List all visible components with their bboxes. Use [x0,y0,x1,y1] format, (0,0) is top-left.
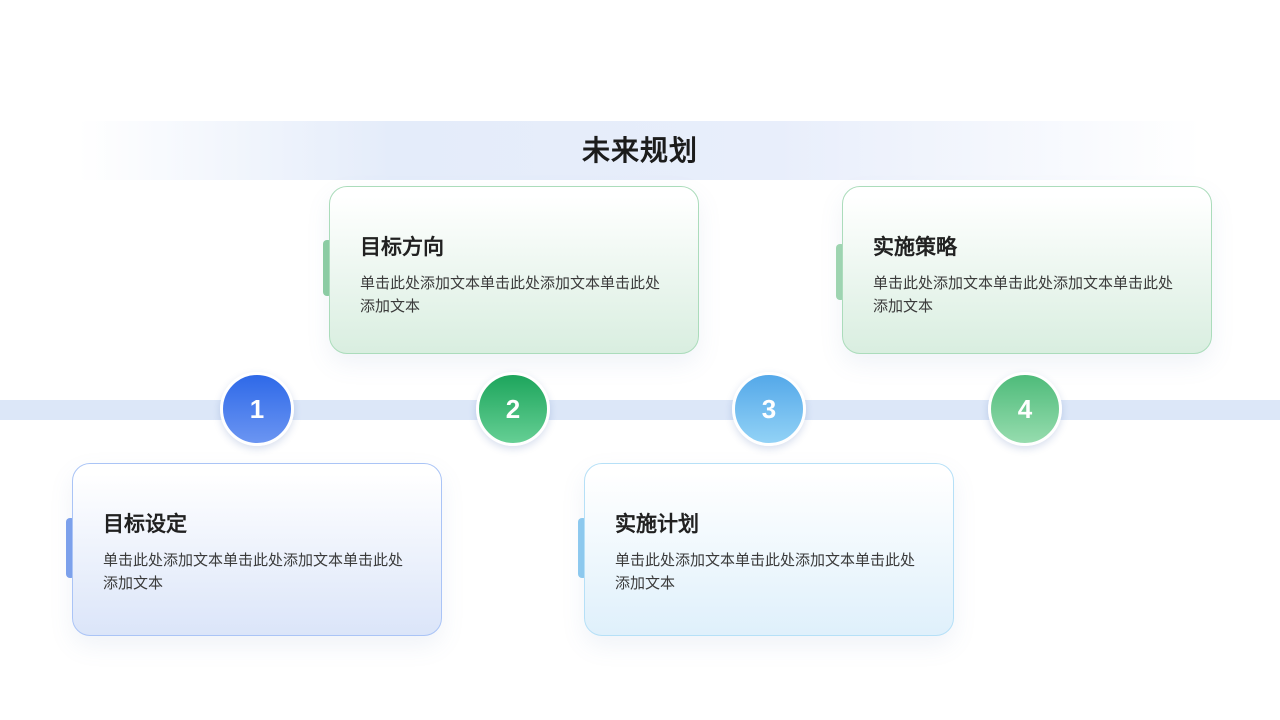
step-number: 2 [505,393,521,424]
card-accent-bar [578,518,587,578]
timeline-step-1[interactable]: 1 [220,372,294,446]
card-title[interactable]: 实施策略 [873,236,957,259]
card-accent-bar [836,244,845,300]
card-implementation-strategy[interactable]: 实施策略 单击此处添加文本单击此处添加文本单击此处添加文本 [842,186,1212,354]
card-body-placeholder[interactable]: 单击此处添加文本单击此处添加文本单击此处添加文本 [360,275,661,315]
card-goal-setting[interactable]: 目标设定 单击此处添加文本单击此处添加文本单击此处添加文本 [72,463,442,636]
card-title[interactable]: 目标方向 [360,236,444,259]
slide-title[interactable]: 未来规划 [581,135,698,166]
timeline-step-2[interactable]: 2 [476,372,550,446]
card-accent-bar [66,518,75,578]
timeline-step-3[interactable]: 3 [732,372,806,446]
title-banner: 未来规划 [78,121,1202,180]
card-body-placeholder[interactable]: 单击此处添加文本单击此处添加文本单击此处添加文本 [103,552,404,592]
step-number: 4 [1017,393,1033,424]
card-implementation-plan[interactable]: 实施计划 单击此处添加文本单击此处添加文本单击此处添加文本 [584,463,954,636]
card-body-placeholder[interactable]: 单击此处添加文本单击此处添加文本单击此处添加文本 [873,275,1174,315]
card-target-direction[interactable]: 目标方向 单击此处添加文本单击此处添加文本单击此处添加文本 [329,186,699,354]
card-title[interactable]: 目标设定 [103,513,187,536]
step-number: 3 [761,393,777,424]
timeline-step-4[interactable]: 4 [988,372,1062,446]
card-body-placeholder[interactable]: 单击此处添加文本单击此处添加文本单击此处添加文本 [615,552,916,592]
card-title[interactable]: 实施计划 [615,513,699,536]
timeline-band [0,400,1280,420]
card-accent-bar [323,240,332,296]
step-number: 1 [249,393,265,424]
